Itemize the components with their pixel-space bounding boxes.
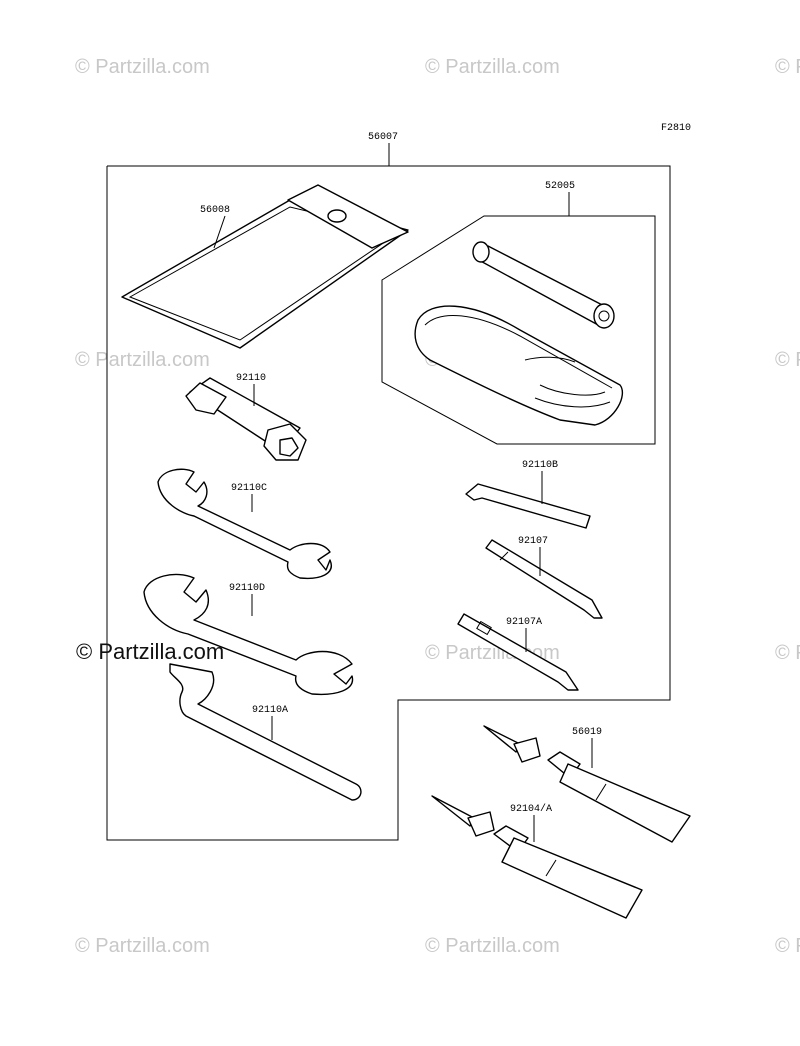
- watermark-main: © Partzilla.com: [76, 639, 224, 664]
- watermark: © Partzilla.com: [425, 56, 560, 78]
- grease-tube: [483, 725, 691, 843]
- callout-92110a[interactable]: 92110A: [252, 705, 288, 716]
- toolkit-outline: [106, 165, 671, 841]
- open-end-wrench-small: [157, 468, 332, 580]
- grease-tube-b: [431, 795, 643, 919]
- open-end-wrench-large: [143, 573, 354, 696]
- watermark: © Partzilla.com: [775, 349, 800, 371]
- screwdriver: [485, 539, 603, 619]
- callout-92104a[interactable]: 92104/A: [510, 803, 552, 815]
- callout-92110d[interactable]: 92110D: [229, 583, 265, 594]
- callout-56007[interactable]: 56007: [368, 132, 398, 143]
- screwdriver-a: [457, 613, 579, 691]
- watermark: © Partzilla.com: [775, 642, 800, 664]
- callout-92107a[interactable]: 92107A: [506, 617, 542, 628]
- hex-key: [465, 483, 591, 529]
- watermark: © Partzilla.com: [75, 56, 210, 78]
- callout-56019[interactable]: 56019: [572, 727, 602, 738]
- callout-52005[interactable]: 52005: [545, 181, 575, 192]
- tool-bag: [121, 184, 409, 349]
- watermark: © Partzilla.com: [425, 935, 560, 957]
- callout-92110c[interactable]: 92110C: [231, 483, 267, 494]
- callout-92110b[interactable]: 92110B: [522, 460, 558, 471]
- callout-92110[interactable]: 92110: [236, 373, 266, 384]
- callout-56008[interactable]: 56008: [200, 205, 230, 216]
- watermark: © Partzilla.com: [775, 935, 800, 957]
- watermark: © Partzilla.com: [75, 349, 210, 371]
- wrench-set-outline: [381, 215, 656, 445]
- figure-code: F2810: [661, 123, 691, 134]
- socket-wrench: [185, 377, 307, 461]
- watermark: © Partzilla.com: [775, 56, 800, 78]
- hook-wrench: [169, 663, 362, 801]
- spark-plug-wrench: [472, 241, 615, 329]
- watermark: © Partzilla.com: [75, 935, 210, 957]
- callout-92107[interactable]: 92107: [518, 536, 548, 547]
- tool-pouch: [414, 305, 623, 426]
